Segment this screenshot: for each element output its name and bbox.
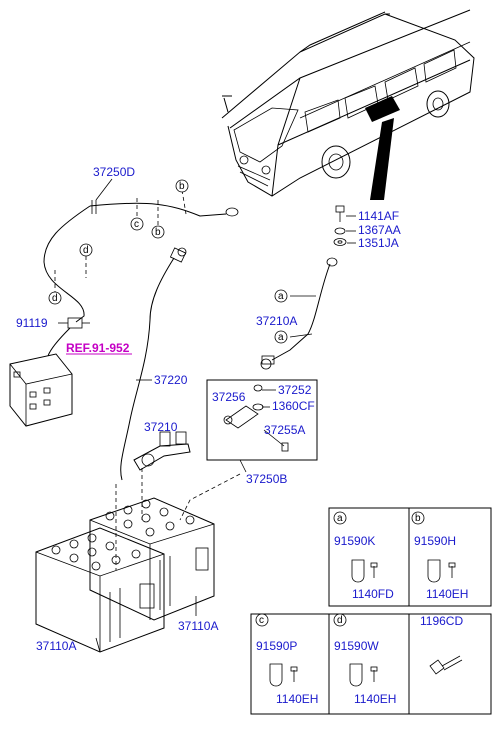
battery-right [89, 497, 215, 621]
part-91590P: 91590P [256, 639, 297, 653]
callout-b-top-mid: b [151, 225, 165, 239]
detail-cell-c: c 91590P 1140EH [255, 613, 318, 706]
callout-c-top: c [130, 217, 144, 231]
ref-label[interactable]: REF.91-952 [66, 341, 130, 355]
svg-text:b: b [415, 513, 421, 524]
detail-cell-b: b 91590H 1140EH [411, 511, 468, 601]
cable-37220 [120, 247, 187, 481]
label-37250B: 37250B [246, 472, 287, 486]
cable-37250D [43, 200, 239, 357]
svg-text:b: b [179, 181, 185, 192]
label-37220: 37220 [154, 373, 188, 387]
svg-text:d: d [52, 293, 58, 304]
bus-illustration [221, 9, 475, 200]
callout-d-upper: d [79, 243, 93, 257]
label-37252: 37252 [278, 383, 312, 397]
part-91590H: 91590H [414, 534, 456, 548]
part-91590K: 91590K [334, 534, 375, 548]
svg-text:a: a [337, 513, 343, 524]
label-1141AF: 1141AF [358, 209, 399, 223]
svg-text:d: d [337, 615, 343, 626]
sub-1140EH-b: 1140EH [426, 587, 468, 601]
label-37110A-left: 37110A [36, 639, 76, 653]
svg-text:d: d [83, 245, 89, 256]
clip-detail-table [250, 507, 492, 715]
detail-cell-1196CD: 1196CD [420, 614, 463, 675]
svg-text:a: a [278, 291, 284, 302]
callout-a-lower: a [274, 330, 288, 344]
callout-a-upper: a [274, 289, 288, 303]
label-1360CF: 1360CF [272, 399, 315, 413]
label-37256: 37256 [212, 390, 246, 404]
sub-1140EH-c: 1140EH [276, 692, 318, 706]
label-37210A: 37210A [256, 314, 297, 328]
label-1367AA: 1367AA [358, 223, 401, 237]
svg-text:a: a [278, 332, 284, 343]
detail-cell-a: a 91590K 1140FD [333, 511, 394, 601]
battery-left [35, 527, 165, 653]
part-91590W: 91590W [334, 639, 379, 653]
label-37210: 37210 [144, 420, 178, 434]
terminal-37210 [133, 431, 191, 471]
label-37255A: 37255A [264, 423, 305, 437]
svg-text:b: b [155, 227, 161, 238]
callout-b-top-right: b [175, 179, 189, 193]
sub-1140FD: 1140FD [352, 587, 394, 601]
svg-text:c: c [259, 615, 264, 626]
detail-cell-d: d 91590W 1140EH [333, 613, 396, 706]
label-37250D: 37250D [93, 165, 135, 179]
detail-box-37250B [206, 379, 318, 473]
label-1351JA: 1351JA [358, 236, 399, 250]
fuse-box-ref [9, 353, 73, 427]
part-1196CD: 1196CD [420, 614, 463, 628]
svg-text:c: c [134, 219, 139, 230]
label-37110A-right: 37110A [178, 619, 218, 633]
bolt-and-washers [333, 205, 356, 246]
callout-d-lower: d [48, 291, 62, 305]
label-91119: 91119 [16, 316, 48, 330]
sub-1140EH-d: 1140EH [354, 692, 396, 706]
